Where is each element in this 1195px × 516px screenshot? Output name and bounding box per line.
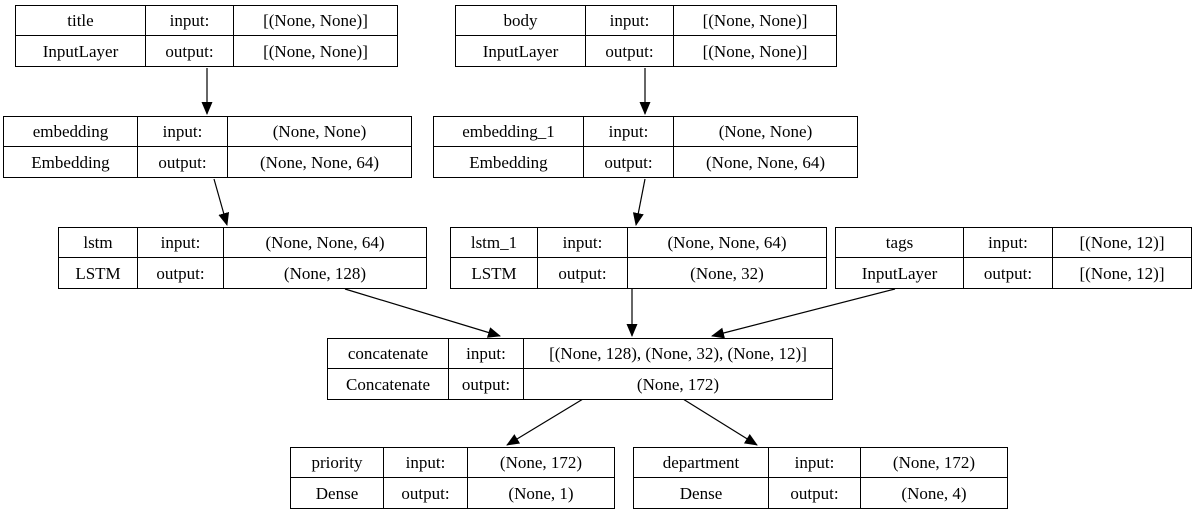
input-shape: (None, None, 64) xyxy=(224,228,426,258)
output-shape: (None, None, 64) xyxy=(706,152,825,172)
layer-name: lstm_1 xyxy=(451,228,538,258)
input-shape: [(None, None)] xyxy=(234,6,397,36)
layer-type: Dense xyxy=(634,478,769,508)
edge-concatenate-to-department xyxy=(682,398,758,446)
output-shape: [(None, 12)] xyxy=(1079,263,1165,283)
layer-type: LSTM xyxy=(451,258,538,288)
input-label: input: xyxy=(449,339,524,369)
edge-embedding_1-to-lstm_1 xyxy=(632,178,646,226)
output-shape: [(None, None)] xyxy=(263,41,368,61)
input-shape: (None, 172) xyxy=(468,448,614,478)
layer-type: InputLayer xyxy=(456,36,586,66)
output-shape: (None, 32) xyxy=(690,263,764,283)
layer-name: embedding xyxy=(4,117,138,147)
layer-type: InputLayer xyxy=(16,36,146,66)
layer-name: embedding_1 xyxy=(434,117,584,147)
input-label: input: xyxy=(138,117,228,147)
input-label: input: xyxy=(964,228,1053,258)
input-shape: (None, None) xyxy=(674,117,857,147)
layer-name: concatenate xyxy=(328,339,449,369)
output-label: output: xyxy=(146,36,234,66)
output-shape: (None, 172) xyxy=(636,374,720,394)
input-label: input: xyxy=(146,6,234,36)
edge-embedding-to-lstm xyxy=(213,178,230,226)
input-shape: (None, None) xyxy=(228,117,411,147)
output-label: output: xyxy=(584,147,674,177)
output-label: output: xyxy=(449,369,524,399)
output-label: output: xyxy=(138,258,224,288)
edge-lstm-to-concatenate xyxy=(344,288,501,338)
output-shape: (None, None, 64) xyxy=(260,152,379,172)
layer-type: InputLayer xyxy=(836,258,964,288)
layer-name: priority xyxy=(291,448,384,478)
layer-type: Embedding xyxy=(4,147,138,177)
layer-name: title xyxy=(16,6,146,36)
layer-type: Dense xyxy=(291,478,384,508)
input-label: input: xyxy=(586,6,674,36)
layer-type: Embedding xyxy=(434,147,584,177)
output-label: output: xyxy=(586,36,674,66)
output-label: output: xyxy=(138,147,228,177)
layer-name: tags xyxy=(836,228,964,258)
input-shape: [(None, None)] xyxy=(674,6,836,36)
input-label: input: xyxy=(769,448,861,478)
output-label: output: xyxy=(964,258,1053,288)
input-shape: (None, None, 64) xyxy=(628,228,826,258)
output-shape: [(None, None)] xyxy=(702,41,808,61)
input-label: input: xyxy=(584,117,674,147)
output-label: output: xyxy=(538,258,628,288)
layer-type: Concatenate xyxy=(328,369,449,399)
layer-name: department xyxy=(634,448,769,478)
input-label: input: xyxy=(138,228,224,258)
output-label: output: xyxy=(769,478,861,508)
input-label: input: xyxy=(384,448,468,478)
input-shape: [(None, 128), (None, 32), (None, 12)] xyxy=(524,339,832,369)
input-shape: [(None, 12)] xyxy=(1053,228,1191,258)
layer-name: lstm xyxy=(59,228,138,258)
output-shape: (None, 1) xyxy=(508,483,574,503)
output-shape: (None, 128) xyxy=(283,263,367,283)
input-shape: (None, 172) xyxy=(861,448,1007,478)
output-label: output: xyxy=(384,478,468,508)
input-label: input: xyxy=(538,228,628,258)
edge-tags-to-concatenate xyxy=(711,288,896,339)
layer-name: body xyxy=(456,6,586,36)
output-shape: (None, 4) xyxy=(901,483,967,503)
layer-type: LSTM xyxy=(59,258,138,288)
edge-concatenate-to-priority xyxy=(506,398,584,446)
